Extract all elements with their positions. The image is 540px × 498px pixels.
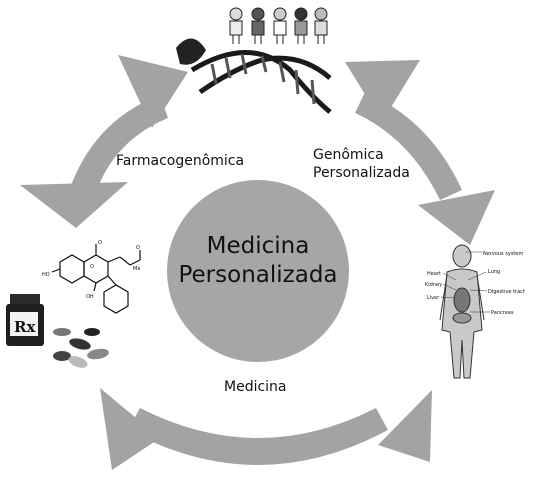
dna-icon: [176, 38, 332, 114]
pill-bottle-icon: [6, 294, 44, 346]
molecule-oh: OH: [86, 294, 94, 300]
label-heart: Heart: [427, 271, 441, 277]
human-body-icon: [439, 244, 485, 379]
molecule-ho: HO: [42, 272, 50, 278]
label-nervous: Nervous system: [483, 251, 523, 257]
center-title: Medicina Personalizada: [170, 232, 346, 290]
center-circle: [167, 180, 349, 362]
rx-label: Rx: [14, 318, 36, 336]
label-medicine: Medicina: [224, 379, 287, 395]
children-icon: [229, 7, 328, 44]
anatomy-leaders: [440, 251, 490, 313]
center-title-line1: Medicina: [206, 233, 310, 259]
molecule-icon: [51, 244, 141, 314]
molecule-o-top: O: [98, 240, 102, 246]
arrow-top-left: [20, 55, 188, 228]
arrow-bottom: [100, 388, 432, 470]
label-pharmacogenomics: Farmacogenômica: [116, 153, 245, 169]
molecule-me: Me: [133, 266, 140, 272]
pills-icon: [53, 328, 109, 368]
label-digestive: Digestive tract: [488, 289, 525, 295]
label-pancreas: Pancreas: [491, 310, 514, 316]
label-kidney: Kidney: [425, 282, 442, 288]
label-genomics-line1: Genômica: [313, 147, 384, 163]
molecule-o-ketone: O: [136, 245, 140, 251]
molecule-o-ring: O: [90, 264, 94, 270]
label-genomics: Genômica Personalizada: [313, 146, 410, 182]
label-genomics-line2: Personalizada: [313, 165, 410, 181]
center-title-line2: Personalizada: [178, 262, 338, 288]
label-liver: Liver: [427, 295, 440, 301]
label-lung: Lung: [488, 269, 500, 275]
arrow-top-right: [345, 60, 495, 245]
